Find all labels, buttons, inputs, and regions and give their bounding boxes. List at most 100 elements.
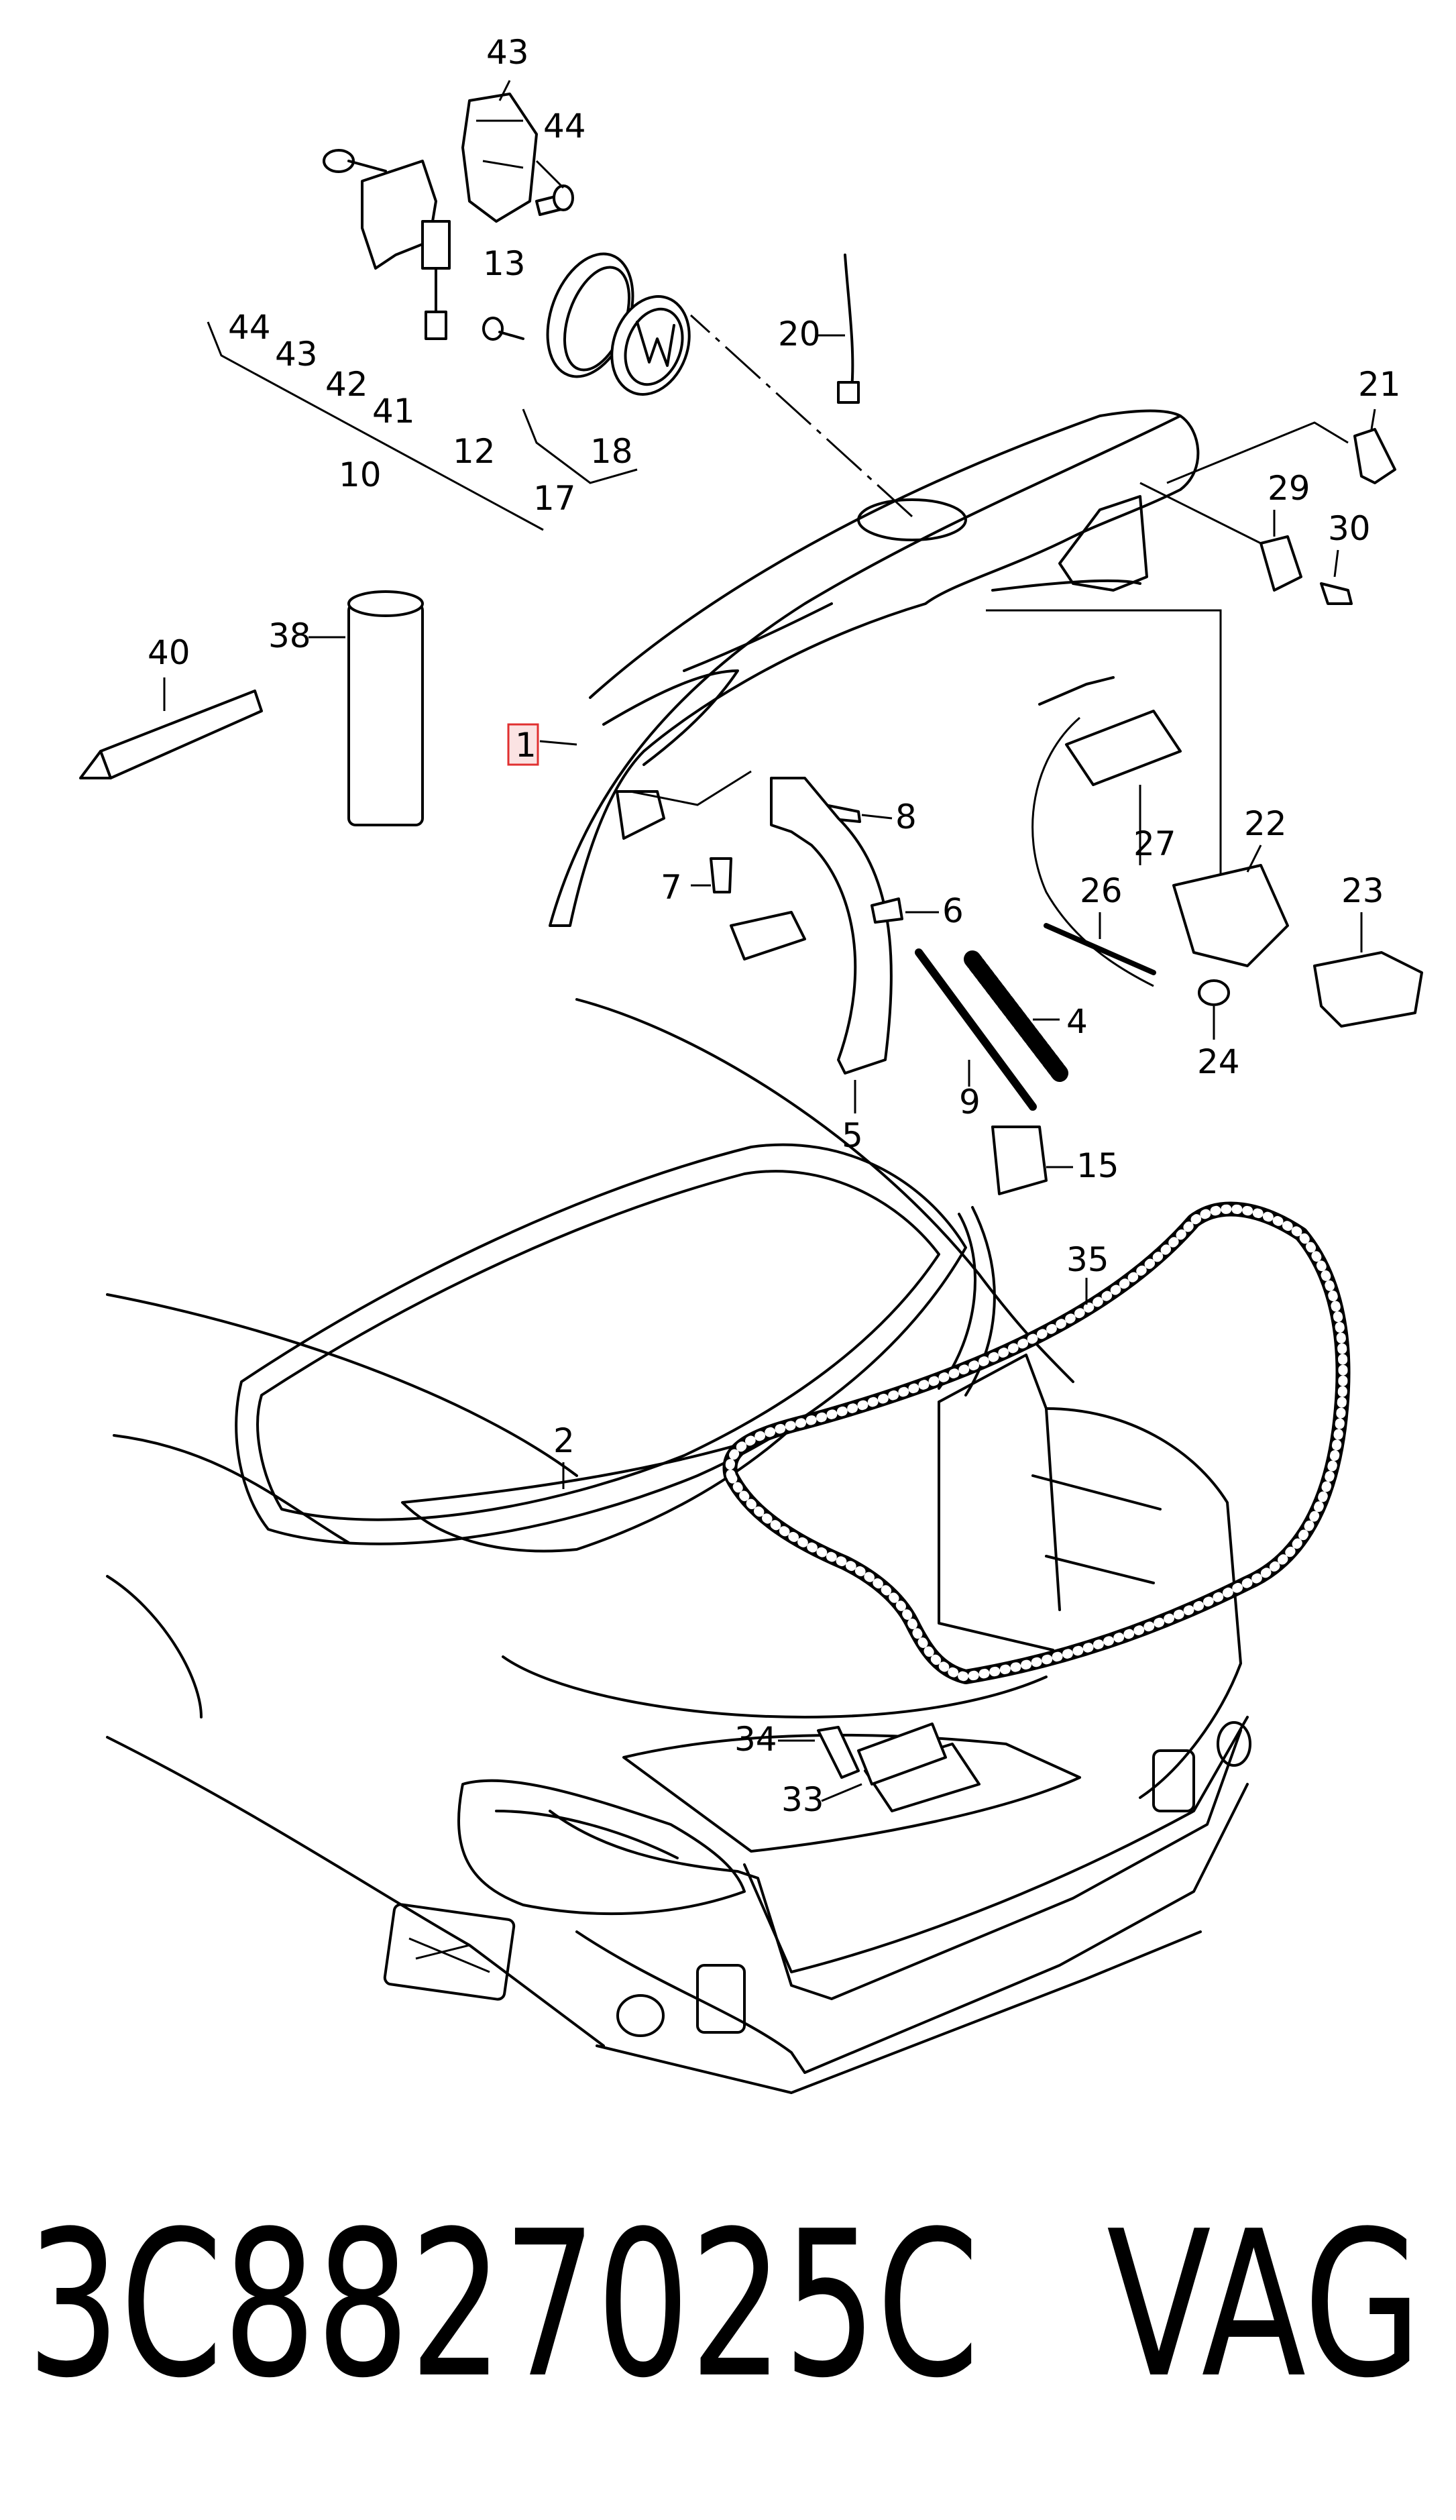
leader-29 — [1139, 482, 1262, 545]
fog-lamp-left — [616, 1994, 665, 2037]
callout-43-top: 43 — [486, 33, 529, 72]
callout-1: 1 — [515, 726, 537, 765]
reflector-left — [383, 1903, 516, 2001]
lock-assembly-41-end — [425, 311, 447, 340]
caption-part-number: 3C8827025C — [27, 2188, 979, 2422]
bumper-bottom — [596, 1930, 1202, 2094]
highlight-box-1 — [507, 723, 539, 766]
nut-24 — [1198, 979, 1230, 1006]
hinge-5 — [770, 777, 893, 1075]
lead-33 — [821, 1783, 862, 1802]
callout-29: 29 — [1268, 469, 1310, 508]
trunk-lid-inner — [602, 669, 739, 766]
callout-41: 41 — [372, 392, 415, 431]
vw-emblem-18-logo — [636, 321, 675, 367]
cap-21 — [1353, 428, 1396, 484]
callout-33: 33 — [781, 1780, 824, 1819]
can-38-top — [347, 590, 424, 617]
leader-22 — [986, 609, 1222, 892]
callout-15: 15 — [1076, 1146, 1119, 1185]
lead-44 — [535, 160, 565, 189]
lock-actuator-43-detail — [476, 119, 524, 169]
tube-40-nozzle — [79, 750, 112, 779]
buffer-20-rod — [844, 254, 854, 390]
car-lower-side — [106, 1736, 605, 2047]
vw-emblem-18 — [610, 295, 691, 396]
cable-26 — [1044, 923, 1156, 975]
lead-8 — [861, 814, 893, 820]
tube-40-body — [99, 690, 263, 779]
leader-21 — [1166, 421, 1349, 484]
lead-22 — [1246, 844, 1262, 873]
hinge-5-bracket — [730, 911, 806, 961]
leader-hinge-5 — [630, 770, 752, 806]
callout-17: 17 — [533, 479, 576, 518]
lock-assembly-41 — [361, 160, 437, 270]
callout-6: 6 — [942, 891, 964, 930]
callout-22: 22 — [1244, 804, 1287, 843]
tail-lamp-left-inner — [495, 1810, 679, 1859]
callout-18: 18 — [590, 432, 633, 471]
handle-27 — [1065, 710, 1182, 786]
callout-2: 2 — [553, 1421, 575, 1460]
bolt-34 — [817, 1726, 860, 1779]
callout-43-left: 43 — [275, 335, 318, 374]
vw-emblem-18-ring — [624, 307, 684, 386]
callout-26: 26 — [1080, 871, 1123, 910]
lock-actuator-43 — [461, 93, 538, 223]
callout-leaders — [163, 80, 1376, 1802]
rear-window-outer — [235, 1143, 967, 1545]
plate-33 — [857, 1722, 947, 1786]
can-38-body — [347, 602, 424, 826]
buffer-20 — [837, 254, 860, 404]
callout-30: 30 — [1328, 509, 1371, 548]
can-38 — [347, 590, 424, 826]
trunk-floor — [622, 1733, 1081, 1853]
callout-44-left: 44 — [228, 308, 271, 347]
callout-21: 21 — [1358, 365, 1401, 404]
car-quarter-line — [106, 1434, 350, 1718]
spring-4 — [964, 950, 1068, 1082]
latch-22 — [1172, 864, 1289, 967]
trunk-seal-outer — [722, 1201, 1351, 1684]
trunk-inner-walls — [938, 1354, 1162, 1651]
callout-13: 13 — [483, 244, 526, 283]
bracket-line-44-43 — [207, 321, 544, 531]
bracket-line-17 — [522, 408, 638, 484]
caption-brand: VAG — [1107, 2188, 1422, 2422]
reflector-left-detail — [408, 1937, 490, 1973]
striker-cover-23 — [1313, 951, 1423, 1028]
bumper-upper — [743, 1716, 1249, 1973]
bumper-vent-left — [696, 1964, 746, 2034]
callout-9: 9 — [959, 1083, 981, 1121]
trunk-lid-right-hinge — [1058, 495, 1148, 592]
trunk-lid-emblem-recess — [857, 498, 967, 541]
callout-4: 4 — [1066, 1002, 1088, 1041]
callout-12: 12 — [453, 432, 496, 471]
bumper-vent-right — [1152, 1749, 1195, 1812]
cable-27 — [1031, 716, 1154, 987]
fog-lamp-right — [1217, 1721, 1251, 1767]
dash-emblem — [689, 314, 913, 518]
trunk-right-side — [1045, 1407, 1242, 1799]
bumper-lower — [575, 1783, 1249, 2074]
bracket-15 — [991, 1126, 1048, 1195]
callout-42: 42 — [325, 365, 368, 404]
trunk-lid-top-edge — [589, 409, 1182, 699]
trunk-seal-dots — [725, 1204, 1348, 1682]
tube-40 — [79, 690, 263, 779]
callout-10: 10 — [339, 455, 382, 494]
callout-35: 35 — [1066, 1240, 1109, 1279]
lead-30 — [1333, 549, 1339, 578]
buffer-20-base — [837, 381, 860, 404]
callout-40: 40 — [148, 633, 190, 672]
car-body — [106, 998, 1251, 2094]
screw-13-head — [482, 317, 504, 341]
callout-5: 5 — [842, 1116, 863, 1155]
trunk-lid — [549, 409, 1200, 927]
callout-labels: 43 44 13 20 21 44 43 42 41 12 18 10 17 2… — [148, 33, 1401, 1819]
callout-24: 24 — [1197, 1042, 1240, 1081]
trunk-lid-outer — [549, 415, 1200, 927]
